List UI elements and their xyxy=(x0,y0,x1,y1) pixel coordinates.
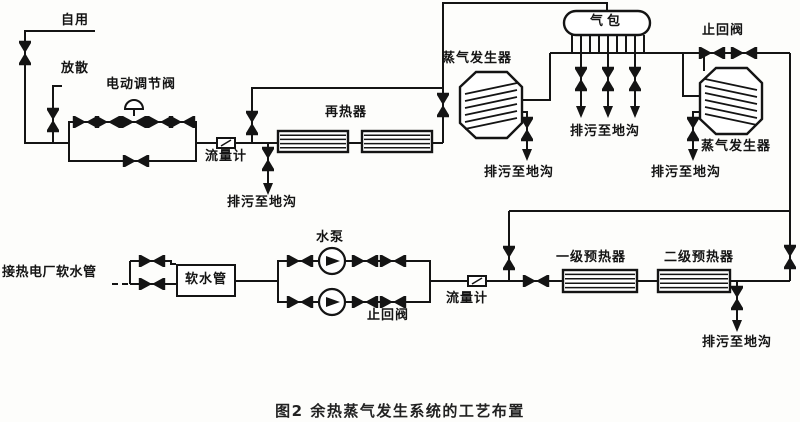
check-valve-icon xyxy=(730,45,758,61)
flow-arrow-icon xyxy=(732,320,742,332)
blowdown-valve-icon xyxy=(685,116,701,142)
label-flow-meter: 流量计 xyxy=(446,291,489,306)
gate-valve-icon xyxy=(122,153,150,169)
check-valve-icon xyxy=(379,253,407,269)
vent-valve-icon xyxy=(45,107,61,133)
flow-arrow-icon xyxy=(576,106,586,118)
gate-valve-icon xyxy=(168,114,196,130)
label-steam-drum: 气包 xyxy=(589,14,624,29)
label-blowdown-to-trench: 排污至地沟 xyxy=(702,335,773,350)
flow-meter-icon xyxy=(216,137,236,149)
label-blowdown-to-trench: 排污至地沟 xyxy=(570,124,641,139)
reheater-exchanger-1 xyxy=(276,129,350,154)
check-valve-icon xyxy=(379,294,407,310)
steam-drum-vessel xyxy=(562,9,652,37)
heating-coil xyxy=(704,78,758,126)
gate-valve-icon xyxy=(146,114,174,130)
flow-meter-icon xyxy=(467,275,487,287)
label-soft-water-tank: 软水管 xyxy=(184,272,227,288)
label-steam-generator-left: 蒸气发生器 xyxy=(442,51,513,66)
label-electric-control-valve: 电动调节阀 xyxy=(106,77,177,92)
label-blowdown-to-trench: 排污至地沟 xyxy=(484,165,555,180)
check-valve-icon xyxy=(138,276,166,292)
label-blowdown-to-trench: 排污至地沟 xyxy=(227,195,298,210)
gate-valve-icon xyxy=(72,114,100,130)
gate-valve-icon xyxy=(501,245,517,271)
label-plant-soft-water-pipe: 接热电厂软水管 xyxy=(2,265,97,280)
blowdown-valve-icon xyxy=(260,146,276,172)
check-valve-icon xyxy=(138,253,166,269)
pump-icon xyxy=(317,246,347,276)
steam-generator-vessel-left xyxy=(458,70,524,140)
check-valve-icon xyxy=(698,45,726,61)
flow-arrow-icon xyxy=(522,149,532,161)
label-preheater-stage-1: 一级预热器 xyxy=(556,250,627,265)
label-water-pump: 水泵 xyxy=(316,230,345,245)
check-valve-icon xyxy=(351,253,379,269)
flow-arrow-icon xyxy=(688,149,698,161)
flow-arrow-icon xyxy=(603,106,613,118)
pump-icon xyxy=(317,287,347,317)
blowdown-valve-icon xyxy=(519,116,535,142)
preheater-exchanger-1 xyxy=(561,268,639,294)
check-valve-icon xyxy=(522,273,550,289)
label-reheater: 再热器 xyxy=(325,105,368,120)
label-preheater-stage-2: 二级预热器 xyxy=(664,250,735,265)
label-vent: 放散 xyxy=(61,61,90,76)
gate-valve-icon xyxy=(286,253,314,269)
reheater-exchanger-2 xyxy=(360,129,434,154)
label-steam-generator-right: 蒸气发生器 xyxy=(701,139,772,154)
control-valve-icon xyxy=(120,99,148,130)
gate-valve-icon xyxy=(94,114,122,130)
label-flow-meter: 流量计 xyxy=(205,149,248,164)
figure-caption: 图2 余热蒸气发生系统的工艺布置 xyxy=(275,402,525,420)
gate-valve-icon xyxy=(244,110,260,136)
gate-valve-icon xyxy=(435,92,451,118)
control-valve-bypass-loop xyxy=(68,121,197,162)
gate-valve-icon xyxy=(17,40,33,66)
steam-generator-vessel-right xyxy=(698,66,764,136)
label-check-valve-top: 止回阀 xyxy=(702,23,745,38)
blowdown-valve-icon xyxy=(729,285,745,311)
blowdown-valve-icon xyxy=(627,66,643,92)
label-blowdown-to-trench: 排污至地沟 xyxy=(651,165,722,180)
soft-water-tank-box: 软水管 xyxy=(176,264,236,297)
gate-valve-icon xyxy=(286,294,314,310)
label-self-use: 自用 xyxy=(61,13,90,28)
pump-bypass-loop xyxy=(277,260,431,303)
preheater-exchanger-2 xyxy=(656,268,732,294)
heating-coil xyxy=(464,82,518,130)
flow-arrow-icon xyxy=(263,183,273,195)
label-check-valve-bottom: 止回阀 xyxy=(367,308,410,323)
blowdown-valve-icon xyxy=(573,66,589,92)
gate-valve-icon xyxy=(782,244,798,270)
blowdown-valve-icon xyxy=(600,66,616,92)
check-valve-icon xyxy=(351,294,379,310)
flow-arrow-icon xyxy=(630,106,640,118)
